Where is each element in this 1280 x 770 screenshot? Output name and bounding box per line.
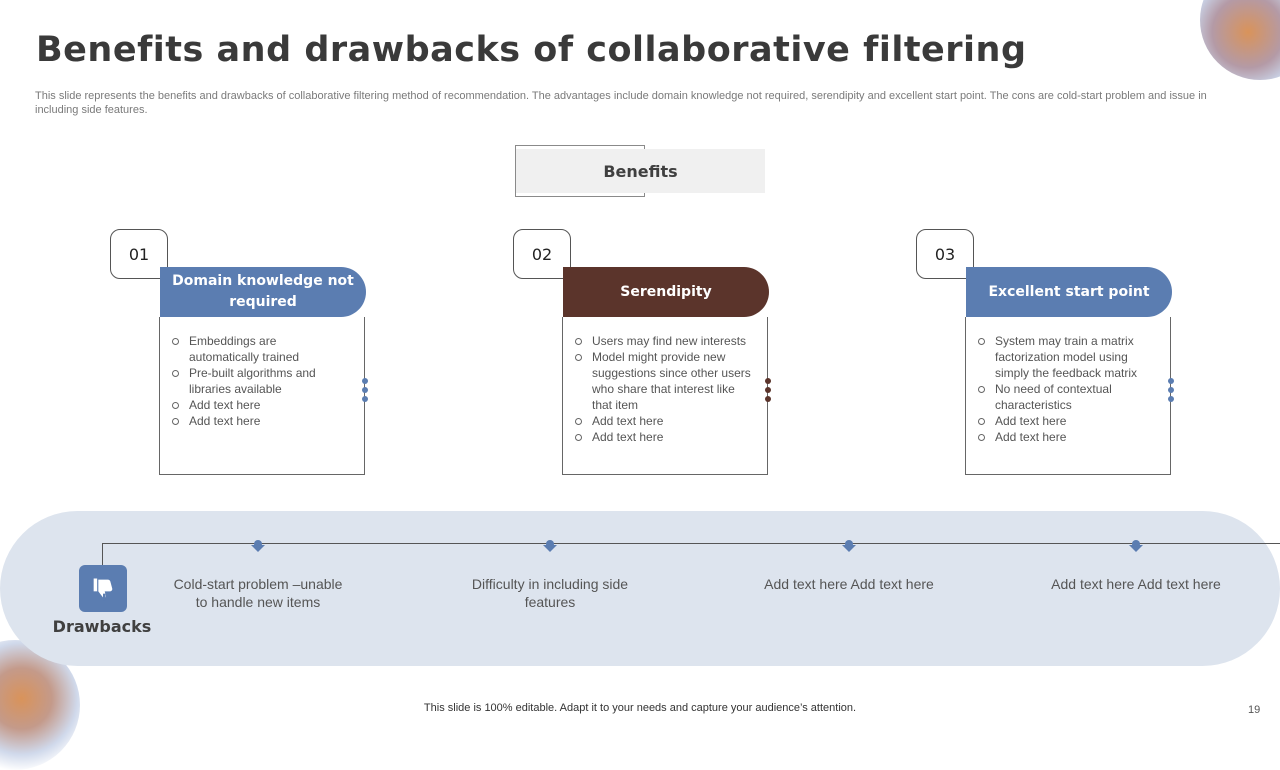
card-3-bullet: System may train a matrix factorization …	[978, 333, 1155, 381]
card-3-bullet: Add text here	[978, 429, 1155, 445]
card-2-bullet-list: Users may find new interests Model might…	[563, 317, 752, 445]
timeline-connector	[102, 543, 103, 565]
card-2-number: 02	[513, 229, 571, 279]
page-number: 19	[1248, 704, 1261, 716]
card-1-bullet: Add text here	[172, 397, 349, 413]
drawback-item-3: Add text here Add text here	[764, 576, 934, 592]
drawbacks-band	[0, 511, 1280, 666]
card-2-bullet: Model might provide new suggestions sinc…	[575, 350, 751, 412]
card-3-body: System may train a matrix factorization …	[965, 317, 1171, 475]
benefits-header: Benefits	[516, 149, 765, 193]
card-2-bullet: Users may find new interests	[575, 333, 752, 349]
card-1-body: Embeddings are automatically trained Pre…	[159, 317, 365, 475]
card-3-dots-icon	[1168, 378, 1174, 405]
decorative-blob-top-right	[1200, 0, 1280, 80]
card-1-bullet: Pre-built algorithms and libraries avail…	[172, 365, 349, 397]
marker-icon	[251, 540, 265, 552]
card-2-bullet: Add text here	[575, 429, 752, 445]
card-3-bullet: Add text here	[978, 413, 1155, 429]
drawbacks-label: Drawbacks	[52, 617, 152, 636]
card-3-heading: Excellent start point	[966, 267, 1172, 317]
card-3-number: 03	[916, 229, 974, 279]
card-3-bullet: No need of contextual characteristics	[978, 381, 1155, 413]
card-1-bullet-list: Embeddings are automatically trained Pre…	[160, 317, 349, 429]
slide-title: Benefits and drawbacks of collaborative …	[36, 30, 1027, 70]
drawback-item-2: Difficulty in including side features	[471, 576, 629, 610]
card-2-heading: Serendipity	[563, 267, 769, 317]
thumbs-down-icon	[79, 565, 127, 612]
card-1-dots-icon	[362, 378, 368, 405]
card-3-bullet-list: System may train a matrix factorization …	[966, 317, 1155, 445]
card-2-body: Users may find new interests Model might…	[562, 317, 768, 475]
card-1-heading: Domain knowledge not required	[160, 267, 366, 317]
drawback-item-1: Cold-start problem –unable to handle new…	[173, 576, 343, 610]
marker-icon	[842, 540, 856, 552]
card-1-bullet: Add text here	[172, 413, 349, 429]
slide-subtitle: This slide represents the benefits and d…	[35, 90, 1207, 116]
timeline-line	[102, 543, 1280, 544]
card-2-dots-icon	[765, 378, 771, 405]
card-1-bullet: Embeddings are automatically trained	[172, 333, 349, 365]
marker-icon	[543, 540, 557, 552]
card-1-number: 01	[110, 229, 168, 279]
drawback-item-4: Add text here Add text here	[1051, 576, 1221, 592]
footer-note: This slide is 100% editable. Adapt it to…	[423, 702, 857, 714]
marker-icon	[1129, 540, 1143, 552]
card-2-bullet: Add text here	[575, 413, 752, 429]
